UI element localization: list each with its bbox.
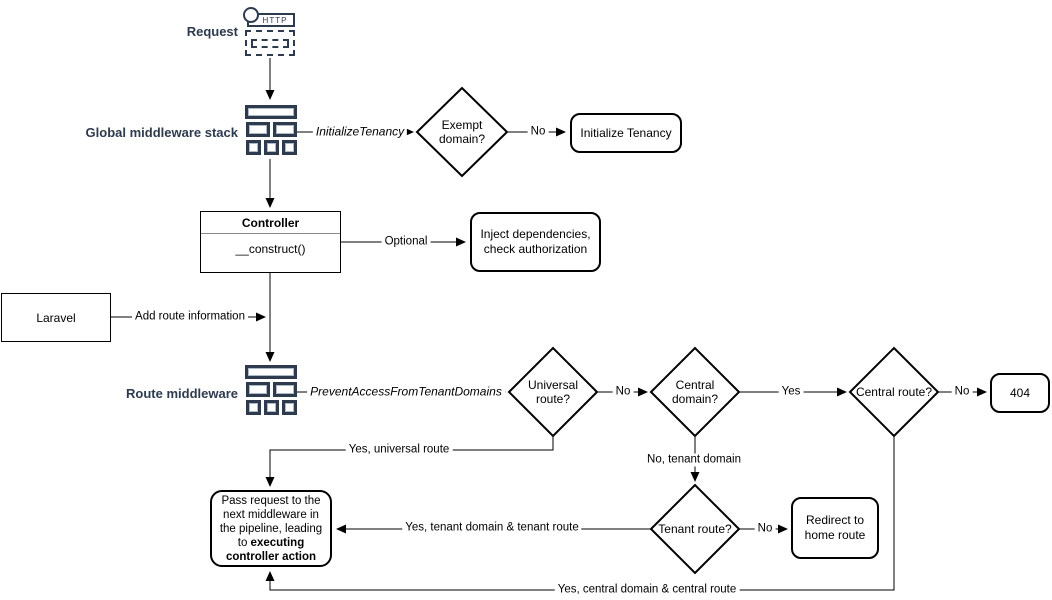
universal-route-text: Universal route? [527, 378, 578, 406]
route-middleware-stack-icon [245, 365, 297, 418]
http-body-dashed [245, 30, 295, 56]
edge-label-exempt-no: No [527, 125, 549, 139]
pass-request-text: Pass request to the next middleware in t… [216, 494, 326, 564]
edge-label-initialize-tenancy: InitializeTenancy [312, 125, 408, 139]
route-middleware-label: Route middleware [126, 386, 238, 401]
pass-request-bold: executing controller action [225, 536, 317, 563]
central-route-diamond [848, 346, 940, 438]
central-domain-text: Central domain? [671, 378, 719, 406]
exempt-domain-text: Exempt domain? [438, 118, 486, 146]
not-found-node: 404 [990, 373, 1050, 413]
http-circle-icon [243, 7, 259, 23]
controller-method: __construct() [235, 242, 306, 256]
exempt-domain-diamond [415, 86, 509, 178]
pass-request-node: Pass request to the next middleware in t… [210, 490, 332, 567]
http-label: HTTP [262, 15, 288, 25]
edge-label-central-yes: Yes, central domain & central route [554, 583, 740, 597]
controller-node: Controller __construct() [200, 211, 341, 273]
redirect-home-node: Redirect to home route [791, 497, 879, 559]
tenant-route-diamond [649, 483, 741, 575]
laravel-node: Laravel [1, 293, 111, 342]
tenant-route-text: Tenant route? [658, 522, 732, 536]
request-label: Request [186, 24, 238, 39]
central-route-text: Central route? [855, 385, 933, 399]
edge-label-central-route-no: No [951, 385, 973, 399]
edge-label-tenant-domain-no: No, tenant domain [644, 453, 744, 467]
edge-label-optional: Optional [381, 235, 431, 249]
initialize-tenancy-node: Initialize Tenancy [570, 113, 682, 153]
edge-label-tenant-no: No [754, 522, 776, 536]
global-middleware-label: Global middleware stack [85, 125, 238, 140]
edge-label-add-route-info: Add route information [132, 310, 248, 324]
edge-label-universal-no: No [612, 385, 634, 399]
http-request-icon: HTTP [243, 7, 297, 59]
edge-label-prevent-access: PreventAccessFromTenantDomains [307, 385, 505, 399]
controller-title: Controller [201, 212, 340, 234]
http-body-inner-dashed [251, 39, 289, 48]
global-middleware-stack-icon [245, 105, 297, 158]
pass-request-normal: Pass request to the next middleware in t… [219, 494, 323, 549]
universal-route-diamond [507, 346, 599, 438]
inject-dependencies-node: Inject dependencies, check authorization [470, 212, 601, 272]
edge-label-central-domain-yes: Yes [778, 385, 804, 399]
edge-label-universal-yes: Yes, universal route [345, 443, 453, 457]
central-domain-diamond [649, 346, 741, 438]
edge-label-tenant-yes: Yes, tenant domain & tenant route [402, 521, 582, 535]
